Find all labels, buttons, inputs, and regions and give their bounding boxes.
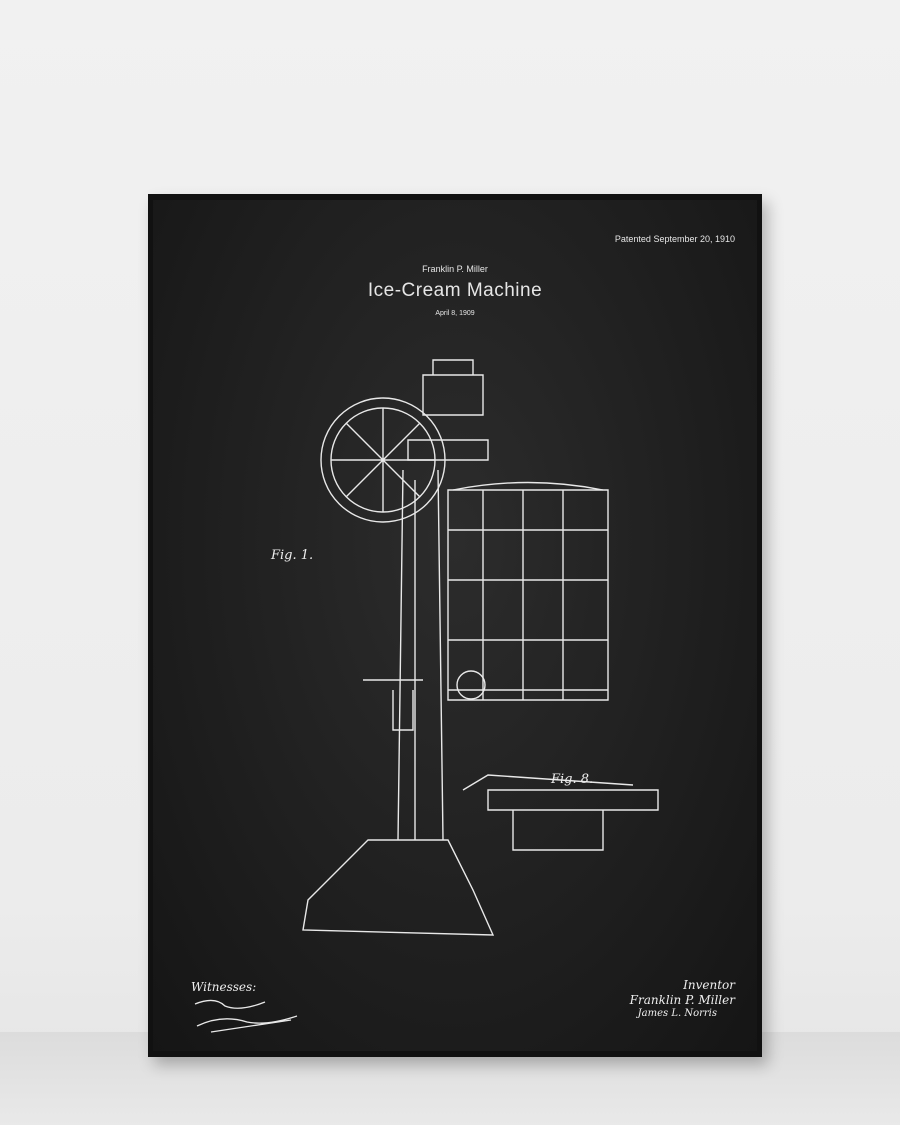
poster-title: Ice-Cream Machine [367,280,543,301]
patent-date: Patented September 20, 1910 [614,234,735,244]
ice-cream-machine-drawing [302,359,659,936]
fig8-detail [487,789,659,851]
inventor-name: Franklin P. Miller [422,264,488,274]
witnesses-label: Witnesses: [191,980,257,994]
patent-poster: Patented September 20, 1910 Franklin P. … [153,200,757,1051]
gear-head [422,359,484,416]
figure-label-1: Fig. 1. [271,548,314,563]
attorney-signature: James L. Norris [637,1008,717,1019]
inventor-label: Inventor [683,978,735,992]
column [397,469,444,841]
tub [447,489,609,701]
base [302,839,495,936]
figure-label-8: Fig. 8. [551,772,594,787]
witness-signatures [194,999,298,1033]
filed-date: April 8, 1909 [435,310,475,317]
inventor-signature: Franklin P. Miller [629,993,735,1007]
poster-frame: Patented September 20, 1910 Franklin P. … [148,194,762,1057]
